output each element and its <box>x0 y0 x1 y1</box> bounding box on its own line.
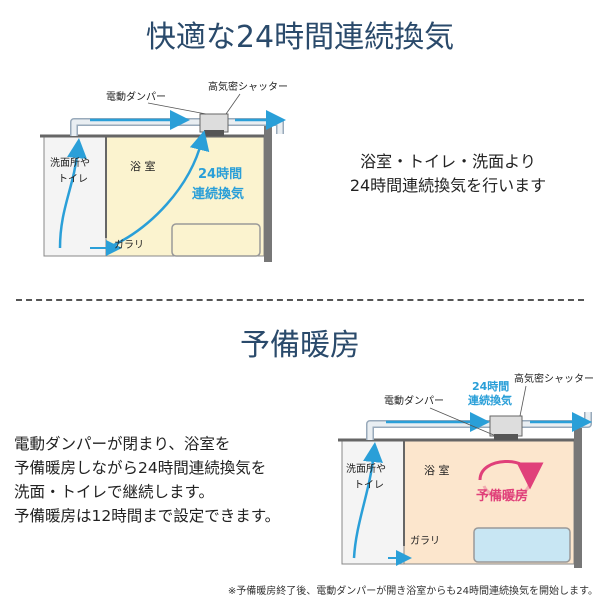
ventilation-diagram: 電動ダンパー 高気密シャッター 洗面所や トイレ 浴 室 24時間 連続換気 ガ… <box>40 80 288 262</box>
label-damper: 電動ダンパー <box>106 90 166 103</box>
left-room-area <box>43 135 107 257</box>
footnote: ※予備暖房終了後、電動ダンパーが開き浴室からも24時間連続換気を開始します。 <box>227 586 598 597</box>
section2-description-line: 電動ダンパーが閉まり、浴室を <box>14 435 231 453</box>
label-heating: 予備暖房 <box>476 488 528 504</box>
section2-description: 電動ダンパーが閉まり、浴室を 予備暖房しながら24時間連続換気を 洗面・トイレで… <box>14 432 334 528</box>
label-left-room-2: トイレ <box>354 480 384 491</box>
label-flow-2: 連続換気 <box>192 186 244 202</box>
section-title-ventilation: 快適な24時間連続換気 <box>145 20 455 55</box>
bathtub <box>171 223 261 257</box>
label-garari: ガラリ <box>114 239 144 251</box>
section2-description-line: 洗面・トイレで継続します。 <box>14 483 214 501</box>
ventilation-unit <box>489 415 523 437</box>
label-flow-2: 連続換気 <box>468 393 512 407</box>
label-bathroom: 浴 室 <box>130 159 156 173</box>
label-damper: 電動ダンパー <box>384 394 444 407</box>
section2-description-line: 予備暖房は12時間まで設定できます。 <box>14 507 281 525</box>
bathtub <box>473 527 571 563</box>
heating-arrow <box>478 460 544 490</box>
section-divider <box>16 299 584 301</box>
label-left-room-1: 洗面所や <box>50 157 90 169</box>
section1-description-line: 24時間連続換気を行います <box>349 176 547 195</box>
ventilation-unit <box>199 113 229 133</box>
airflow-arrow-left <box>352 442 383 559</box>
label-left-room-1: 洗面所や <box>346 463 386 475</box>
label-bathroom: 浴 室 <box>424 463 450 477</box>
section2-description-line: 予備暖房しながら24時間連続換気を <box>14 459 267 477</box>
outer-wall <box>574 422 582 568</box>
section-title-preheat: 予備暖房 <box>240 328 360 363</box>
label-flow-1: 24時間 <box>472 379 509 393</box>
label-flow-1: 24時間 <box>198 166 242 182</box>
label-shutter: 高気密シャッター <box>514 372 594 385</box>
airflow-arrow-left <box>58 138 87 249</box>
airflow-arrow-bath <box>111 130 210 248</box>
section1-description: 浴室・トイレ・洗面より 24時間連続換気を行います <box>318 150 578 198</box>
label-left-room-2: トイレ <box>58 174 88 185</box>
label-shutter: 高気密シャッター <box>208 80 288 93</box>
outer-wall <box>264 122 272 262</box>
label-garari: ガラリ <box>410 535 440 547</box>
preheat-diagram: 24時間 連続換気 高気密シャッター 電動ダンパー 洗面所や トイレ 浴 室 予… <box>338 372 594 568</box>
section1-description-line: 浴室・トイレ・洗面より <box>360 152 536 171</box>
